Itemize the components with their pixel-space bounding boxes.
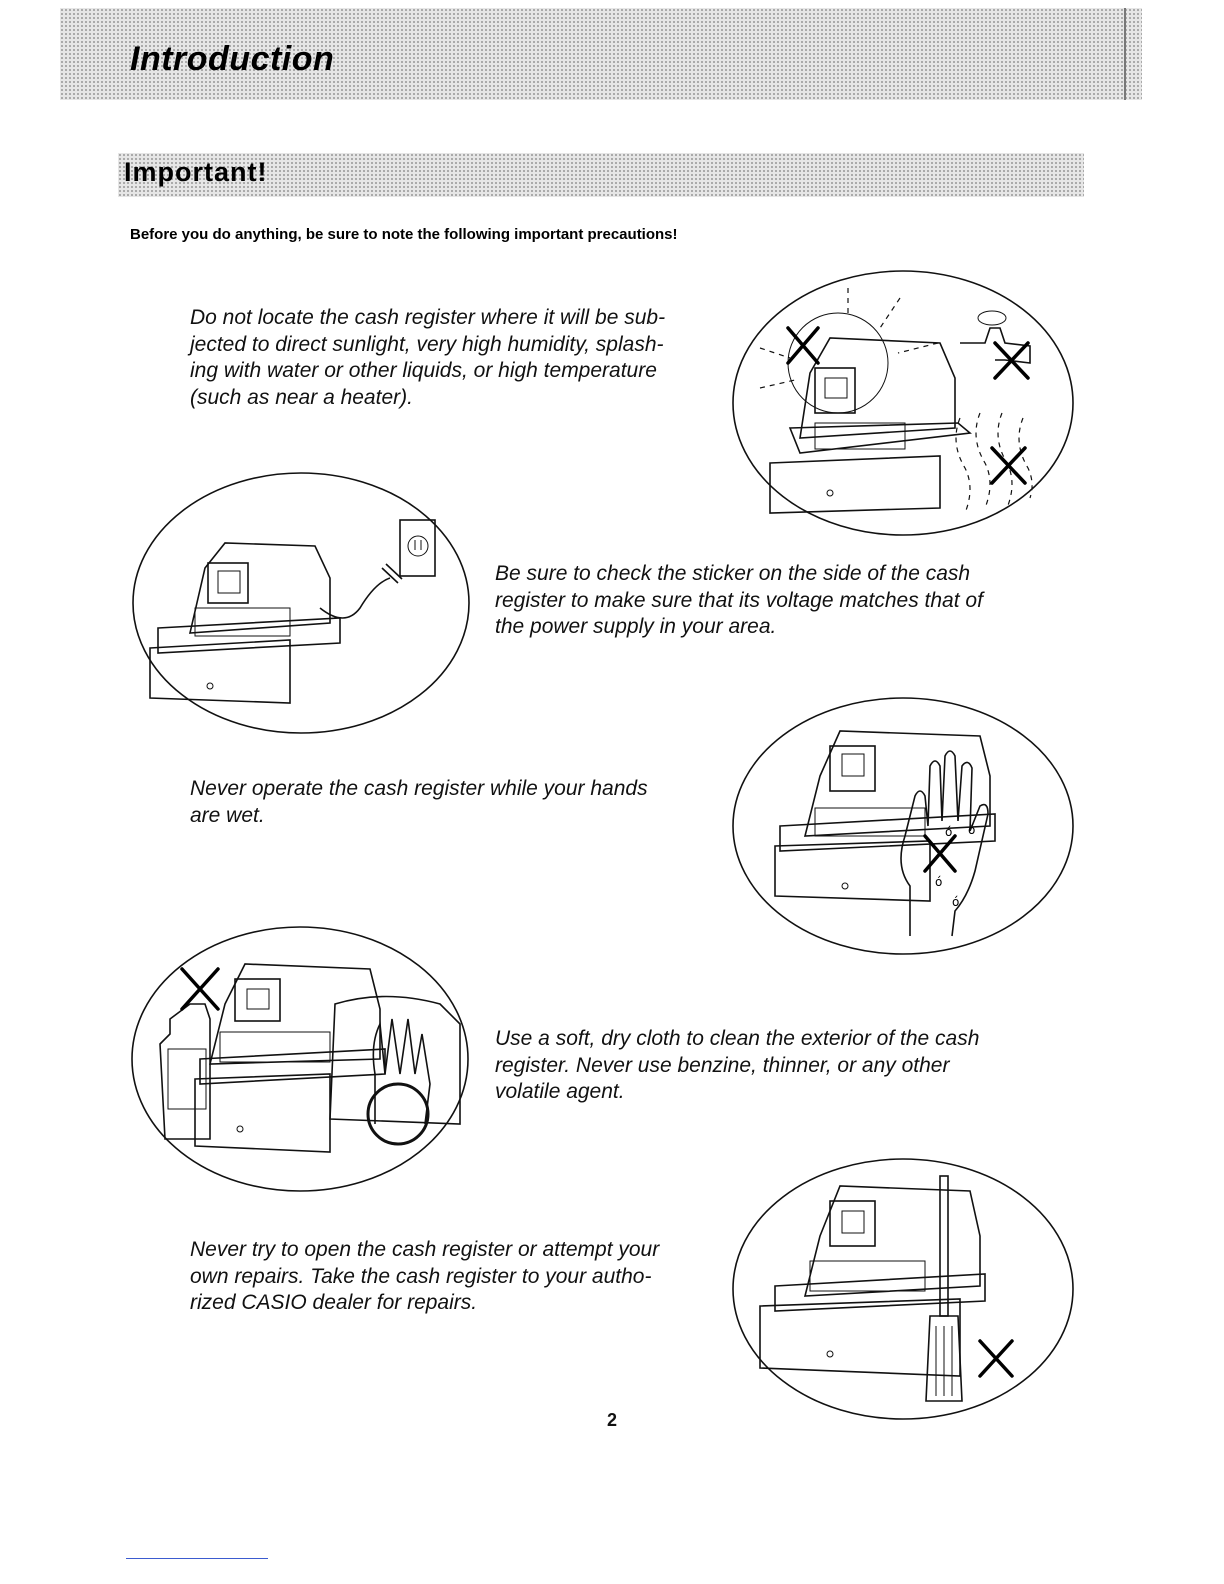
- lead-text: Before you do anything, be sure to note …: [130, 226, 678, 243]
- precaution-text-wet-hands: Never operate the cash register while yo…: [190, 777, 648, 827]
- illustration-repairs: [732, 1158, 1074, 1420]
- section-title: Important!: [124, 157, 268, 187]
- precaution-text-repairs: Never try to open the cash register or a…: [190, 1238, 660, 1314]
- svg-text:ó: ó: [968, 823, 975, 837]
- svg-text:ó: ó: [935, 875, 942, 889]
- illustration-voltage: [132, 472, 470, 734]
- svg-text:ó: ó: [945, 825, 952, 839]
- footer-rule: [126, 1558, 268, 1559]
- header-band: [60, 8, 1142, 100]
- precaution-text-location: Do not locate the cash register where it…: [190, 306, 666, 409]
- page-number: 2: [606, 1410, 617, 1430]
- illustration-wet-hands: ó ó ó ó: [732, 697, 1074, 955]
- precaution-text-cleaning: Use a soft, dry cloth to clean the exter…: [495, 1027, 980, 1103]
- illustration-cleaning: [131, 926, 469, 1192]
- section-band: [118, 153, 1084, 197]
- svg-text:ó: ó: [952, 895, 959, 909]
- illustration-location: [732, 270, 1074, 536]
- edge-mark: [1124, 8, 1126, 100]
- page-title: Introduction: [130, 40, 335, 78]
- precaution-text-voltage: Be sure to check the sticker on the side…: [495, 562, 983, 638]
